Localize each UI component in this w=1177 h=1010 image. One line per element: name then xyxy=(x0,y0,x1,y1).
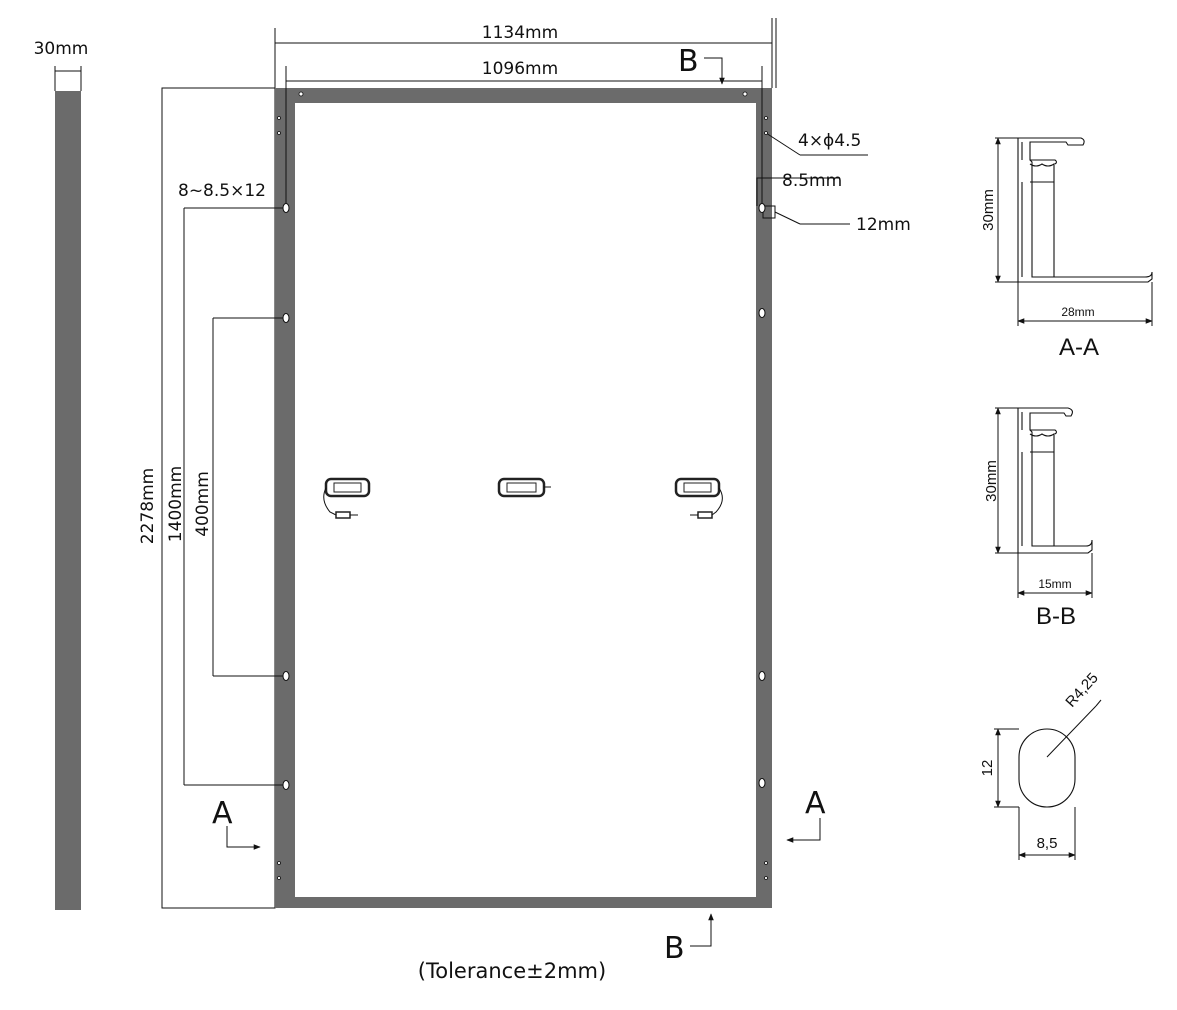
section-b-width-label: 15mm xyxy=(1038,577,1071,591)
outer-width-label: 1134mm xyxy=(482,23,558,43)
right-mounting-slots xyxy=(758,203,766,788)
junction-box-left xyxy=(323,477,371,519)
overall-height-label: 2278mm xyxy=(138,468,158,544)
front-view: 1134mm 1096mm B 4×ϕ4.5 8.5mm 12mm 8~8.5×… xyxy=(138,18,911,983)
mounting-slot xyxy=(282,671,290,681)
section-a-left-arrow xyxy=(226,826,261,850)
mounting-slot xyxy=(758,671,766,681)
frame-profile-b xyxy=(1017,407,1093,554)
slot-width-label: 8.5mm xyxy=(782,171,842,191)
grounding-holes xyxy=(277,91,768,880)
section-a-left-letter: A xyxy=(212,796,233,831)
connector-icon xyxy=(335,511,351,519)
mounting-slot xyxy=(758,778,766,788)
section-b-b: 30mm 15mm B-B xyxy=(983,407,1093,630)
section-b-top-letter: B xyxy=(678,44,699,79)
grounding-hole xyxy=(764,116,768,120)
side-frame-profile xyxy=(55,91,81,910)
section-b-bottom-arrow xyxy=(690,913,714,947)
inner-width-label: 1096mm xyxy=(482,59,558,79)
mount-span-inner-label: 400mm xyxy=(193,471,213,537)
grounding-hole xyxy=(277,876,281,880)
section-b-height-label: 30mm xyxy=(983,460,1000,502)
section-b-bottom-letter: B xyxy=(664,931,685,966)
slot-detail: R4,25 12 8,5 xyxy=(979,670,1102,860)
grounding-hole xyxy=(277,131,281,135)
section-a-title: A-A xyxy=(1059,334,1099,361)
section-b-top-arrow xyxy=(704,57,725,85)
section-a-height-label: 30mm xyxy=(980,189,997,231)
hole-spec-label: 4×ϕ4.5 xyxy=(798,131,861,151)
slot-spec-label: 8~8.5×12 xyxy=(178,181,266,201)
slot-length-label: 12mm xyxy=(856,215,911,235)
frame-profile-a xyxy=(1017,137,1153,283)
slot-height-label: 12 xyxy=(979,760,996,777)
section-a-width-label: 28mm xyxy=(1061,305,1094,319)
mounting-slot xyxy=(758,308,766,318)
grounding-hole xyxy=(277,116,281,120)
slot-width-detail-label: 8,5 xyxy=(1037,835,1058,852)
section-a-a: 30mm 28mm A-A xyxy=(980,137,1153,361)
grounding-hole xyxy=(298,91,304,97)
left-mounting-slots xyxy=(282,203,290,790)
section-b-title: B-B xyxy=(1036,603,1076,630)
junction-box-right xyxy=(674,477,723,519)
section-a-right-letter: A xyxy=(805,786,826,821)
grounding-hole xyxy=(764,861,768,865)
junction-box-center xyxy=(497,477,551,498)
grounding-hole xyxy=(277,861,281,865)
mounting-slot xyxy=(282,203,290,213)
section-a-right-arrow xyxy=(786,818,821,843)
slot-radius-label: R4,25 xyxy=(1062,670,1101,711)
slot-outline xyxy=(1018,728,1076,808)
panel-frame xyxy=(275,88,772,908)
grounding-hole xyxy=(764,131,768,135)
mounting-slot xyxy=(282,780,290,790)
mounting-slot xyxy=(282,313,290,323)
connector-icon xyxy=(697,511,713,519)
grounding-hole xyxy=(764,876,768,880)
side-view: 30mm xyxy=(34,39,89,910)
tolerance-note: (Tolerance±2mm) xyxy=(418,959,606,983)
side-thickness-label: 30mm xyxy=(34,39,89,59)
grounding-hole xyxy=(742,91,748,97)
mounting-slot xyxy=(758,203,766,213)
mount-span-label: 1400mm xyxy=(166,466,186,542)
